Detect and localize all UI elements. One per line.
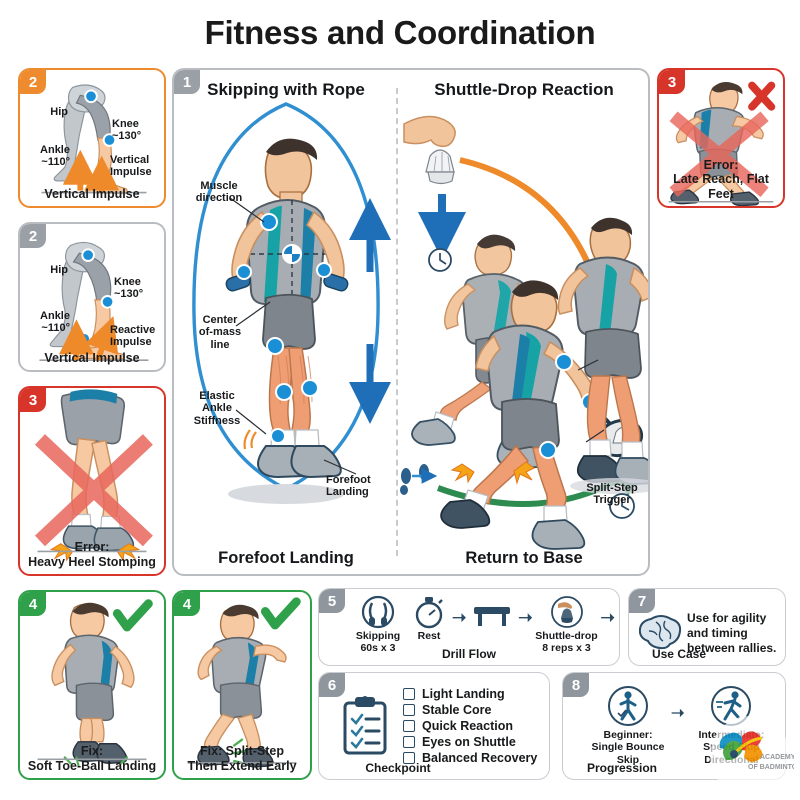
label-ankle: Ankle~110° — [40, 310, 70, 335]
panel-error-late-reach: 3 — [657, 68, 785, 208]
panel-badge: 3 — [20, 388, 46, 412]
list-item[interactable]: Balanced Recovery — [403, 751, 537, 765]
checkbox-icon[interactable] — [403, 720, 415, 732]
watermark-line1: ACADEMY — [760, 754, 794, 761]
panel-footer: Use Case — [651, 647, 707, 661]
shuttle-drop-reaction-illustration — [400, 115, 648, 550]
page-title: Fitness and Coordination — [204, 14, 596, 51]
academy-badminton-watermark: ACADEMY OF BADMINTON — [710, 716, 794, 796]
label-knee: Knee~130° — [112, 118, 142, 143]
label-ankle: Ankle~110° — [40, 144, 70, 169]
skipping-with-rope-illustration — [192, 102, 391, 504]
checkbox-icon[interactable] — [403, 704, 415, 716]
stopwatch-icon — [415, 597, 443, 629]
panel-fix-split-step: 4 Fix: Split-Step Then Extend Early — [172, 590, 312, 780]
flow-step-bench — [467, 595, 517, 631]
flow-step-rest: Rest — [407, 595, 451, 643]
panel-caption: Error: Late Reach, Flat Feet — [673, 157, 769, 201]
panel-footer: Checkpoint — [365, 761, 431, 775]
bench-icon — [474, 607, 511, 626]
panel-badge: 2 — [20, 224, 46, 248]
label-knee: Knee~130° — [114, 276, 144, 301]
use-case-text: Use for agility and timing between ralli… — [687, 611, 777, 655]
checkbox-icon[interactable] — [403, 688, 415, 700]
clipboard-icon — [343, 696, 387, 755]
flow-step-label: Rest — [417, 630, 441, 642]
panel-error-heel-stomping: 3 Error: Heavy Heel Stomping — [18, 386, 166, 576]
panel-badge: 7 — [629, 589, 655, 613]
late-reach-error-illustration — [668, 81, 776, 206]
checkpoint-label: Stable Core — [422, 703, 492, 717]
list-item[interactable]: Quick Reaction — [403, 719, 537, 733]
progression-step-beginner: Beginner: Single Bounce Skip — [589, 685, 667, 766]
jump-rope-icon — [361, 595, 395, 629]
panel-badge: 3 — [659, 70, 685, 94]
flow-arrow-icon-3: ➝ — [600, 608, 615, 627]
leg-biomechanics-illustration — [41, 84, 147, 195]
checkpoint-list: Light Landing Stable Core Quick Reaction… — [403, 687, 537, 767]
list-item[interactable]: Stable Core — [403, 703, 537, 717]
panel-badge: 8 — [563, 673, 589, 697]
list-item[interactable]: Eyes on Shuttle — [403, 735, 537, 749]
panel-use-case: 7 Use for agility and timing between ral… — [628, 588, 786, 666]
checkbox-icon[interactable] — [403, 752, 415, 764]
left-section-title: Skipping with Rope — [207, 80, 365, 99]
panel-caption: Error: Heavy Heel Stomping — [28, 540, 156, 569]
panel-caption: Vertical Impulse — [44, 350, 140, 365]
label-hip: Hip — [50, 264, 68, 276]
checkbox-icon[interactable] — [403, 736, 415, 748]
right-section-title: Shuttle-Drop Reaction — [434, 80, 614, 99]
checkpoint-label: Balanced Recovery — [422, 751, 538, 765]
panel-badge: 6 — [319, 673, 345, 697]
shuttle-drop-icon — [550, 596, 583, 628]
panel-footer: Drill Flow — [442, 647, 496, 661]
watermark-line2: OF BADMINTON — [748, 764, 794, 771]
right-section-caption: Return to Base — [465, 549, 583, 567]
panel-badge: 4 — [174, 592, 200, 616]
split-step-illustration — [187, 597, 301, 768]
left-section-caption: Forefoot Landing — [218, 549, 354, 567]
panel-caption: Fix: Soft Toe-Ball Landing — [27, 744, 157, 773]
progression-label: Beginner: Single Bounce Skip — [591, 729, 665, 766]
heel-stomp-error-illustration — [34, 389, 153, 562]
flow-step-cadence: Cadence — [616, 595, 619, 643]
flow-arrow-icon: ➝ — [452, 608, 467, 627]
panel-footer: Progression — [586, 761, 658, 775]
list-item[interactable]: Light Landing — [403, 687, 537, 701]
flow-arrow-icon-2: ➝ — [518, 608, 533, 627]
panel-caption: Vertical Impulse — [44, 186, 140, 201]
panel-badge: 5 — [319, 589, 345, 613]
panel-badge: 4 — [20, 592, 46, 616]
brain-icon — [639, 615, 682, 650]
checkpoint-label: Eyes on Shuttle — [422, 735, 516, 749]
checkpoint-label: Quick Reaction — [422, 719, 513, 733]
panel-checkpoint: 6 Light Landing Stable Core Quic — [318, 672, 550, 780]
checkpoint-label: Light Landing — [422, 687, 505, 701]
soft-landing-illustration — [37, 599, 153, 767]
label-hip: Hip — [50, 106, 68, 118]
panel-fix-soft-landing: 4 Fix: — [18, 590, 166, 780]
panel-badge: 2 — [20, 70, 46, 94]
panel-badge: 1 — [174, 70, 200, 94]
leg-biomechanics-illustration-2 — [39, 241, 149, 362]
panel-divider — [396, 88, 398, 556]
walking-person-icon — [608, 686, 648, 726]
progression-arrow-icon: ➝ — [671, 705, 685, 722]
panel-main-skipping-shuttle: 1 Skipping with Rope — [172, 68, 650, 576]
panel-caption: Fix: Split-Step Then Extend Early — [187, 744, 297, 773]
